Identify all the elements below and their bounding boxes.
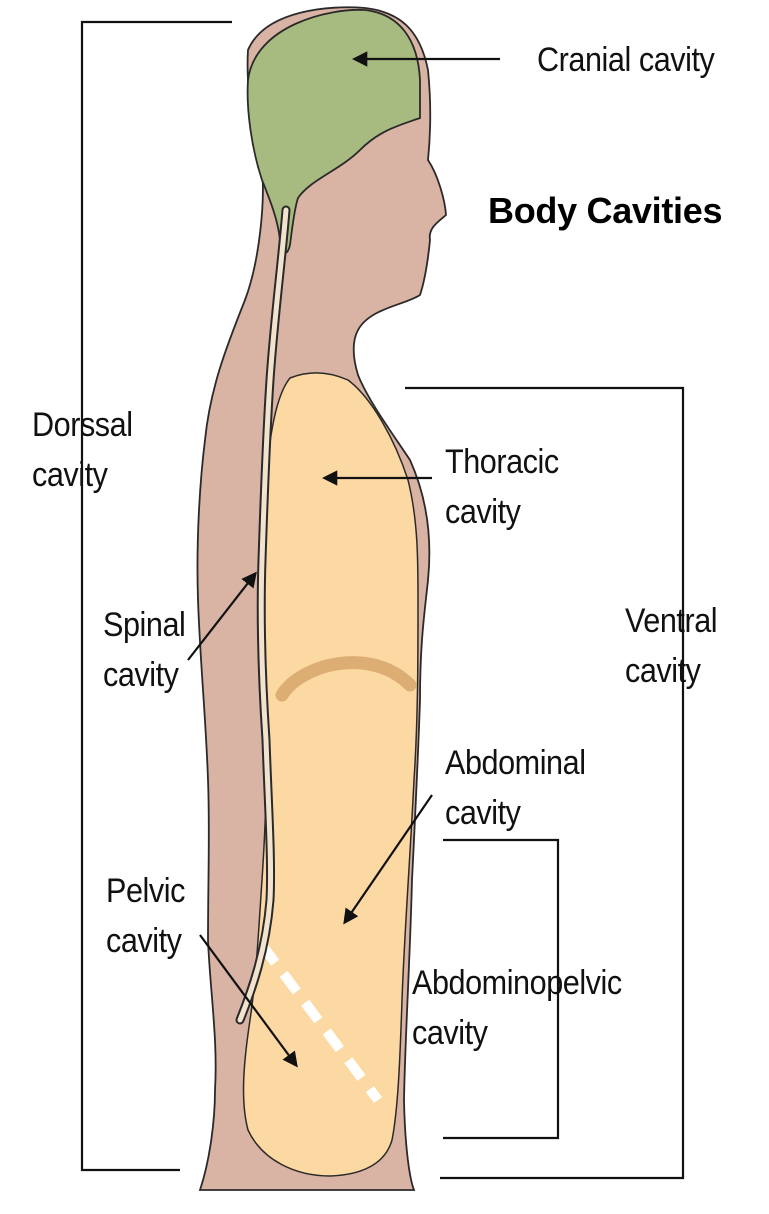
abdominal-label-line-1: Abdominal <box>445 738 586 788</box>
pelvic-label-line-2: cavity <box>106 916 185 966</box>
abdominopelvic-label-line-2: cavity <box>412 1008 622 1058</box>
dorsal-label-line-1: Dorssal <box>32 400 133 450</box>
abdominopelvic-cavity-label: Abdominopelvic cavity <box>412 958 622 1058</box>
abdominopelvic-label-line-1: Abdominopelvic <box>412 958 622 1008</box>
cranial-cavity-label: Cranial cavity <box>537 35 714 85</box>
ventral-label-line-2: cavity <box>625 646 717 696</box>
thoracic-label-line-1: Thoracic <box>445 437 559 487</box>
abdominal-cavity-label: Abdominal cavity <box>445 738 586 838</box>
pelvic-cavity-label: Pelvic cavity <box>106 866 185 966</box>
spinal-label-line-1: Spinal <box>103 600 185 650</box>
diagram-title: Body Cavities <box>488 190 722 232</box>
ventral-cavity-label: Ventral cavity <box>625 596 717 696</box>
thoracic-label-line-2: cavity <box>445 487 559 537</box>
spinal-cavity-label: Spinal cavity <box>103 600 185 700</box>
abdominal-label-line-2: cavity <box>445 788 586 838</box>
spinal-label-line-2: cavity <box>103 650 185 700</box>
ventral-label-line-1: Ventral <box>625 596 717 646</box>
pelvic-label-line-1: Pelvic <box>106 866 185 916</box>
dorsal-cavity-label: Dorssal cavity <box>32 400 133 500</box>
thoracic-cavity-label: Thoracic cavity <box>445 437 559 537</box>
dorsal-label-line-2: cavity <box>32 450 133 500</box>
